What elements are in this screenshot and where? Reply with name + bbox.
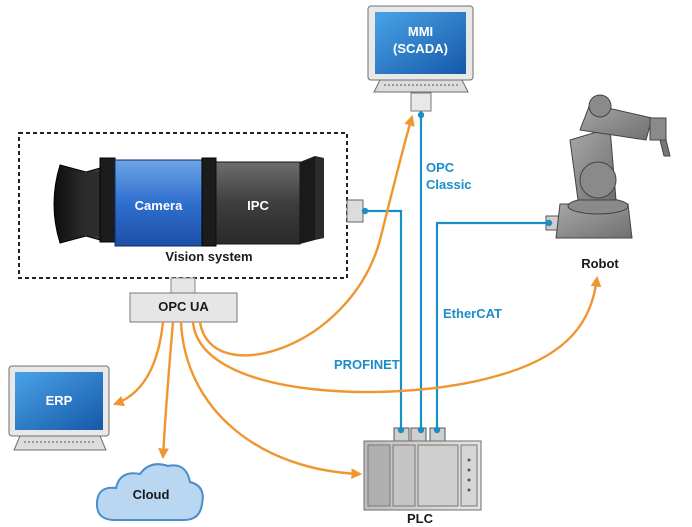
erp-screen <box>15 372 103 430</box>
opcua-arrow-erp <box>112 321 165 407</box>
opcua-arrow-robot <box>191 275 602 394</box>
cloud-label: Cloud <box>132 487 170 502</box>
plc-device <box>363 427 482 511</box>
erp-monitor <box>8 365 110 451</box>
opcua-arrow-cloud <box>158 321 175 460</box>
ipc-label: IPC <box>247 198 269 213</box>
opc-classic-label-1: OPC <box>426 160 455 175</box>
mmi-label-line1: MMI <box>407 24 434 39</box>
opc-classic-label-2: Classic <box>426 177 472 192</box>
vision-system-label: Vision system <box>165 249 253 264</box>
camera-device <box>53 157 217 247</box>
opcua-arrow-plc <box>179 321 363 480</box>
ethercat-link <box>433 219 553 434</box>
cloud-icon <box>95 463 204 521</box>
profinet-label: PROFINET <box>334 357 400 372</box>
plc-label: PLC <box>407 511 433 526</box>
opcua-box <box>129 292 238 323</box>
opcua-arrow-mmi <box>198 114 415 357</box>
mmi-label-line2: (SCADA) <box>393 41 448 56</box>
mmi-monitor <box>367 5 474 112</box>
opc-classic-link <box>417 111 425 434</box>
camera-label: Camera <box>134 198 183 213</box>
robot-arm-icon <box>545 94 671 239</box>
opcua-label: OPC UA <box>158 299 209 314</box>
ethercat-label: EtherCAT <box>443 306 502 321</box>
erp-label: ERP <box>45 393 73 408</box>
mmi-screen <box>375 12 466 74</box>
opcua-stem <box>170 277 196 294</box>
ipc-device <box>215 156 324 245</box>
robot-label: Robot <box>581 256 619 271</box>
profinet-link <box>346 199 405 434</box>
camera-body <box>114 159 203 247</box>
ipc-body <box>215 161 301 245</box>
